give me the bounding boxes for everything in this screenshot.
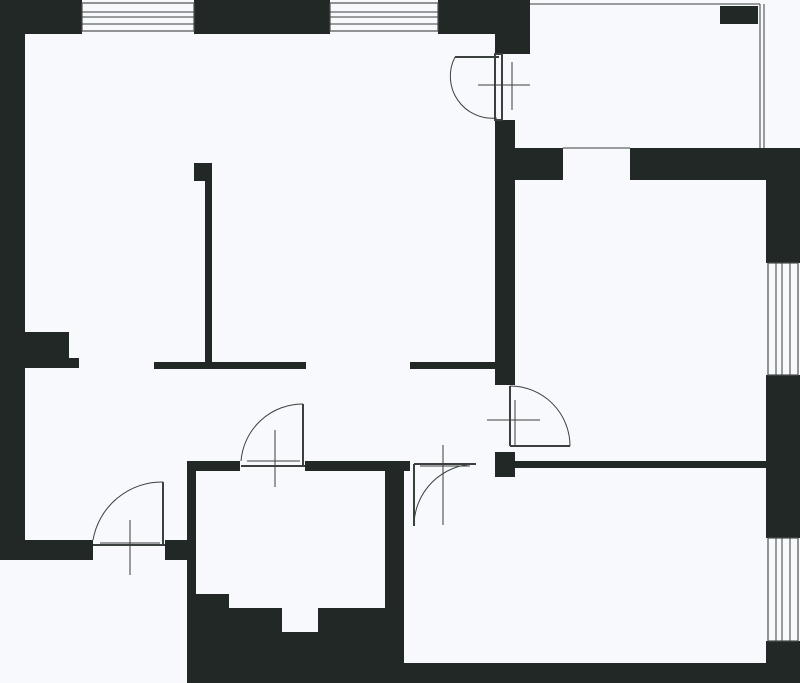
door-balcony — [449, 53, 530, 121]
wall-central-cap — [495, 148, 563, 180]
wall-bottom-left — [0, 540, 93, 560]
window-right-lower — [767, 537, 799, 642]
storage-bottom-right — [318, 608, 388, 683]
windows — [81, 2, 799, 642]
wall-top-right — [438, 0, 530, 34]
door-bottom-right-room — [413, 445, 477, 527]
wall-top-middle — [194, 0, 330, 34]
storage-top-right — [305, 461, 410, 471]
doors — [92, 53, 630, 575]
window-top-right — [329, 2, 439, 32]
partition-vertical — [205, 163, 212, 368]
storage-left-wall — [187, 461, 196, 681]
wall-right-middle — [766, 375, 800, 538]
window-right-upper — [767, 262, 799, 376]
partition-horizontal-right — [410, 362, 505, 369]
wall-left — [0, 0, 25, 560]
storage-top-left — [187, 461, 240, 471]
storage-bottom-step — [229, 608, 282, 683]
wall-bottom-room-left — [385, 461, 404, 683]
wall-left-notch — [25, 358, 79, 368]
wall-bottom — [385, 663, 800, 683]
wall-top-right-corner — [495, 34, 530, 54]
wall-bottom-left-stub — [165, 540, 190, 560]
window-top-left — [81, 2, 195, 32]
wall-right-upper — [766, 148, 800, 263]
balcony-corner-block — [720, 6, 758, 24]
door-entrance — [92, 481, 165, 575]
door-right-bedroom — [487, 385, 571, 447]
door-storage-room — [240, 403, 305, 487]
partition-horizontal-left — [154, 362, 306, 369]
wall-junction-block — [495, 452, 515, 477]
wall-between-right-rooms — [515, 461, 766, 468]
storage-bottom-left — [187, 594, 229, 683]
wall-central-upper — [495, 120, 515, 385]
storage-bottom-middle — [282, 632, 318, 683]
balcony-glazing — [530, 3, 765, 148]
